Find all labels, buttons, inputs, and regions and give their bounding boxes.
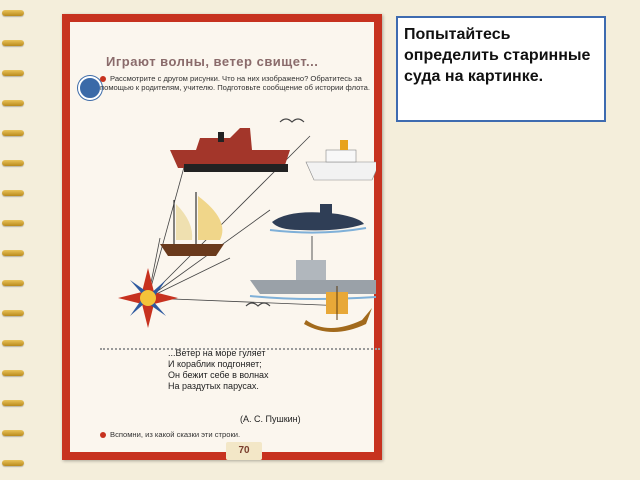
- poem-line: На раздутых парусах.: [168, 381, 259, 391]
- page-inner: Играют волны, ветер свищет... Рассмотрит…: [70, 22, 380, 460]
- notebook-spiral: [0, 0, 28, 480]
- icebreaker-ship: [170, 128, 290, 172]
- task2-text: Вспомни, из какой сказки эти строки.: [100, 430, 240, 439]
- poem-line: И кораблик подгоняет;: [168, 359, 262, 369]
- textbook-page: Играют волны, ветер свищет... Рассмотрит…: [62, 14, 382, 460]
- globe-icon: [78, 76, 102, 100]
- ships-illustration: [118, 118, 376, 332]
- poem-line: Он бежит себе в волнах: [168, 370, 269, 380]
- bullet-icon: [100, 432, 106, 438]
- compass-rose-icon: [118, 268, 178, 328]
- submarine: [269, 204, 367, 234]
- poem-author: (А. С. Пушкин): [240, 414, 301, 424]
- instruction-note: Попытайтесь определить старинные суда на…: [396, 16, 606, 122]
- page-title: Играют волны, ветер свищет...: [106, 54, 319, 69]
- task-text: Рассмотрите с другом рисунки. Что на них…: [100, 74, 380, 92]
- bullet-icon: [100, 76, 106, 82]
- gull-icon: [279, 118, 305, 123]
- sailing-ship: [160, 192, 224, 256]
- task2-text-content: Вспомни, из какой сказки эти строки.: [110, 430, 241, 439]
- task-text-content: Рассмотрите с другом рисунки. Что на них…: [100, 74, 370, 92]
- separator: [100, 348, 380, 350]
- passenger-ship: [305, 140, 376, 181]
- poem: ...Ветер на море гуляет И кораблик подго…: [168, 348, 368, 392]
- warship: [249, 236, 376, 300]
- gull-icon: [245, 302, 271, 307]
- page-number: 70: [226, 442, 262, 460]
- poem-line: ...Ветер на море гуляет: [168, 348, 266, 358]
- viking-ship: [304, 286, 372, 332]
